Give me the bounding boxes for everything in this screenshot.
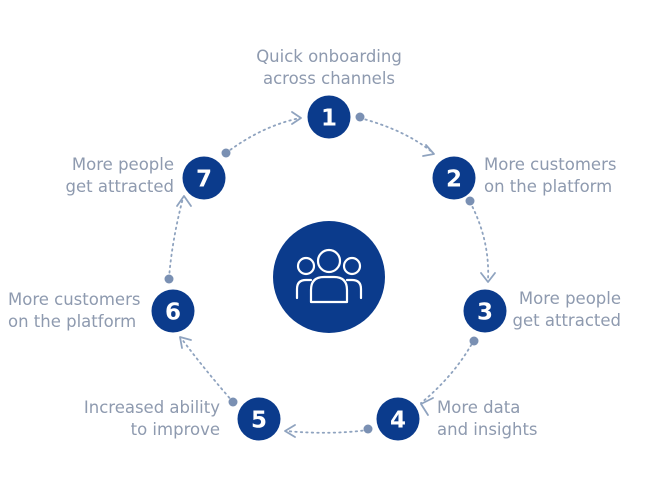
step-label-6: More customers on the platform xyxy=(8,289,140,333)
dot-4 xyxy=(363,424,373,434)
step-label-6-line-1: More customers xyxy=(8,290,141,309)
dot-3 xyxy=(469,336,479,346)
step-node-7: 7 xyxy=(182,156,226,200)
step-label-7-line-1: More people xyxy=(71,155,174,174)
arrowhead-to-5 xyxy=(284,424,296,438)
arrowhead-to-6 xyxy=(179,336,192,349)
dot-7 xyxy=(221,148,231,158)
dot-2 xyxy=(465,196,475,206)
step-label-1: Quick onboarding across channels xyxy=(229,46,429,90)
step-label-2-line-2: on the platform xyxy=(484,177,613,196)
step-label-4: More data and insights xyxy=(437,397,538,441)
arrowhead-to-4 xyxy=(420,397,434,416)
step-label-7-line-2: get attracted xyxy=(65,177,174,196)
step-node-5: 5 xyxy=(237,397,281,441)
step-label-4-line-2: and insights xyxy=(437,420,538,439)
arrowhead-to-2 xyxy=(422,144,435,157)
dot-1 xyxy=(355,112,365,122)
step-number-6: 6 xyxy=(165,300,181,326)
step-label-5-line-2: to improve xyxy=(130,420,220,439)
step-node-2: 2 xyxy=(432,156,476,200)
step-label-1-line-2: across channels xyxy=(262,69,396,88)
step-label-5-line-1: Increased ability xyxy=(83,398,220,417)
dot-6 xyxy=(164,274,174,284)
step-label-7: More people get attracted xyxy=(40,154,174,198)
dot-5 xyxy=(228,397,238,407)
step-label-4-line-1: More data xyxy=(437,398,521,417)
arrowhead-to-1 xyxy=(291,111,302,125)
step-number-1: 1 xyxy=(321,106,337,132)
connector-6-7 xyxy=(168,197,184,279)
connectors xyxy=(168,117,490,434)
step-label-1-line-1: Quick onboarding xyxy=(256,47,402,66)
step-node-6: 6 xyxy=(151,289,195,333)
step-number-3: 3 xyxy=(477,300,493,326)
step-label-5: Increased ability to improve xyxy=(60,397,220,441)
step-node-1: 1 xyxy=(307,95,351,139)
step-number-7: 7 xyxy=(196,167,212,193)
connector-dots xyxy=(164,112,479,434)
arrowheads xyxy=(176,111,496,438)
step-number-5: 5 xyxy=(251,408,267,434)
step-label-3-line-1: More people xyxy=(518,289,621,308)
connector-4-5 xyxy=(285,429,369,434)
step-number-4: 4 xyxy=(390,408,406,434)
step-label-2: More customers on the platform xyxy=(484,154,616,198)
step-label-3: More people get attracted xyxy=(500,288,621,332)
connector-2-3 xyxy=(469,201,490,281)
step-label-3-line-2: get attracted xyxy=(512,311,621,330)
connector-1-2 xyxy=(359,117,433,153)
step-label-2-line-1: More customers xyxy=(484,155,617,174)
connector-3-4 xyxy=(420,339,475,404)
connector-7-1 xyxy=(225,117,301,154)
step-number-2: 2 xyxy=(446,167,462,193)
people-group-icon xyxy=(295,248,363,304)
connector-5-6 xyxy=(180,337,234,403)
step-node-3: 3 xyxy=(463,289,507,333)
arrowhead-to-3 xyxy=(480,272,496,283)
step-label-6-line-2: on the platform xyxy=(8,312,137,331)
arrowhead-to-7 xyxy=(176,195,192,207)
center-hub xyxy=(273,221,385,333)
step-node-4: 4 xyxy=(376,397,420,441)
